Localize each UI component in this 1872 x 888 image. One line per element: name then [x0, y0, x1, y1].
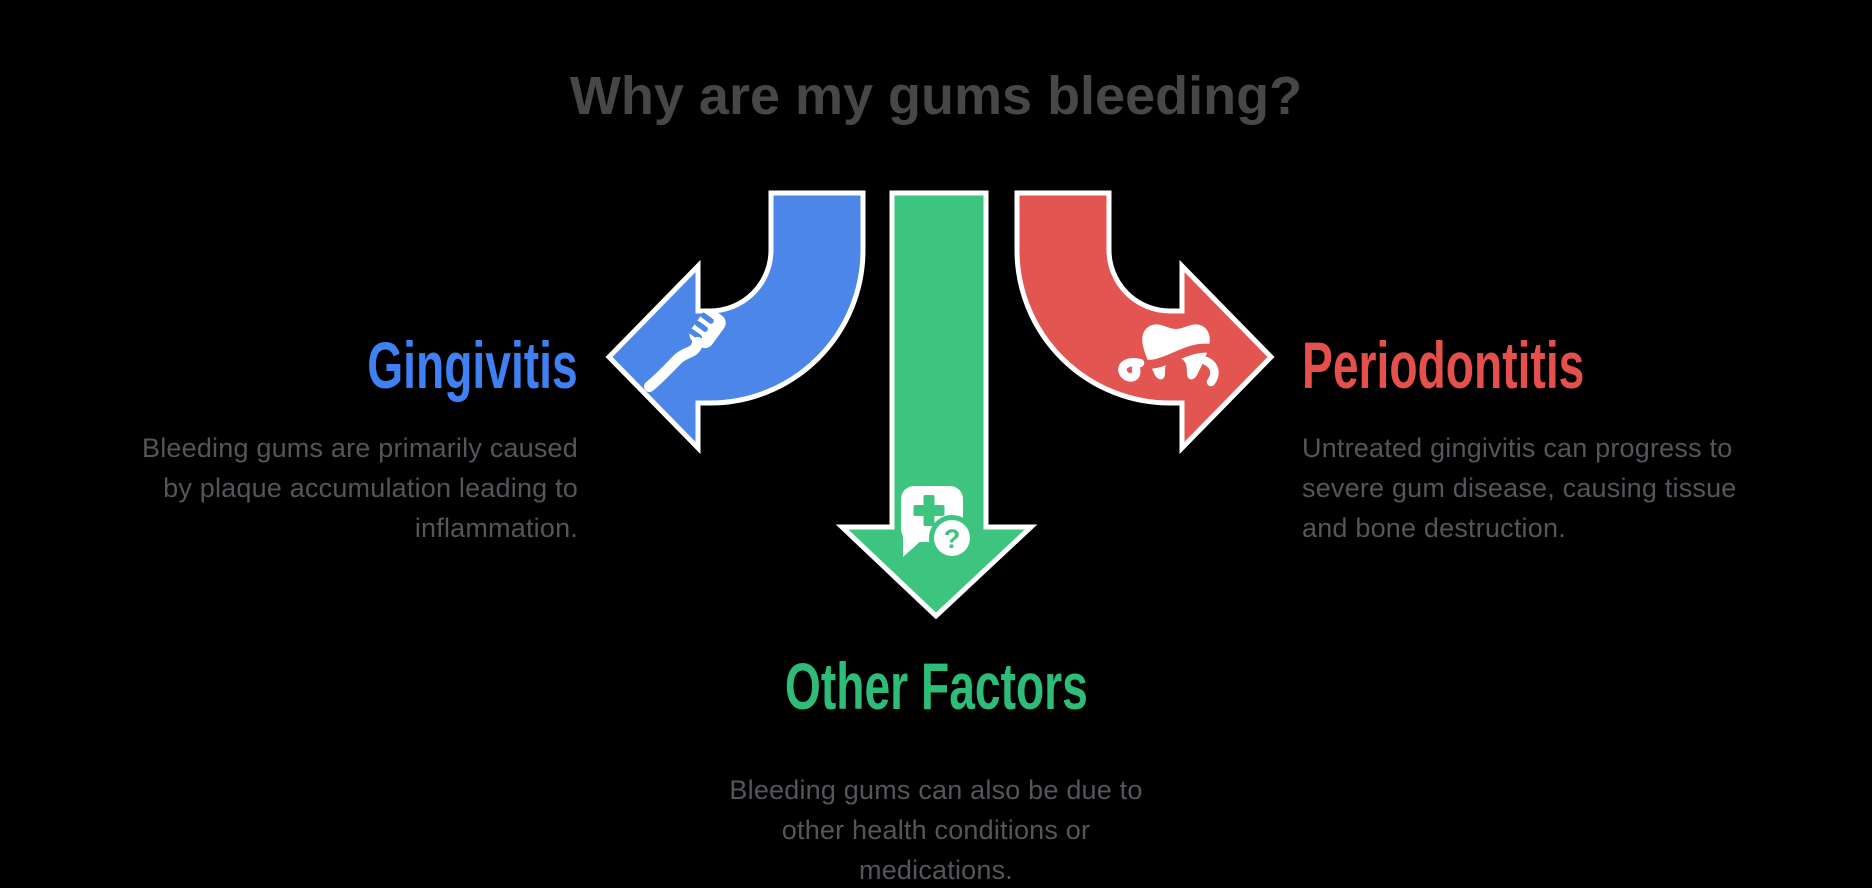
toothbrush-icon	[643, 309, 726, 393]
page-title-text: Why are my gums bleeding?	[569, 66, 1303, 126]
other-factors-heading-text: Other Factors	[784, 649, 1088, 723]
other-factors-description: Bleeding gums can also be due to other h…	[729, 775, 1143, 885]
gingivitis-arrow	[609, 193, 863, 448]
other-factors-arrow	[835, 190, 1038, 620]
periodontitis-description: Untreated gingivitis can progress to sev…	[1302, 433, 1737, 543]
section-gingivitis: Gingivitis Bleeding gums are primarily c…	[58, 332, 578, 548]
periodontitis-arrow	[1017, 193, 1271, 448]
question-mark-icon: ?	[944, 524, 961, 554]
periodontitis-heading-text: Periodontitis	[1302, 328, 1585, 402]
medical-chat-question-icon: ?	[901, 486, 975, 561]
page-title: Why are my gums bleeding?	[0, 69, 1872, 123]
section-other-factors: Other Factors Bleeding gums can also be …	[636, 653, 1236, 888]
gingivitis-heading-text: Gingivitis	[367, 328, 578, 402]
periodontitis-heading: Periodontitis	[1302, 332, 1822, 398]
gingivitis-description: Bleeding gums are primarily caused by pl…	[141, 433, 578, 543]
tooth-gum-disease-icon	[1118, 324, 1219, 387]
gingivitis-heading: Gingivitis	[58, 332, 578, 398]
other-factors-heading: Other Factors	[636, 653, 1236, 719]
section-periodontitis: Periodontitis Untreated gingivitis can p…	[1302, 332, 1822, 548]
